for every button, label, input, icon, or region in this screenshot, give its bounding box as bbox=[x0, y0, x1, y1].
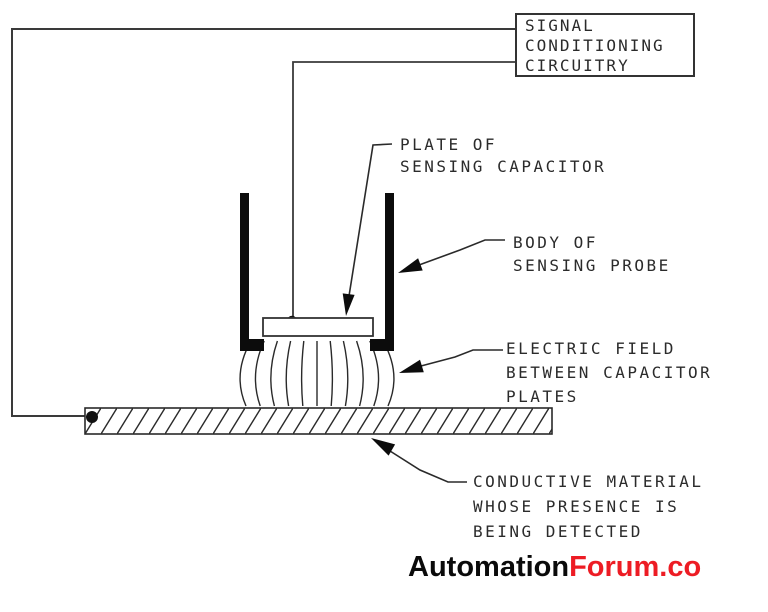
wire-plate bbox=[292, 61, 515, 321]
field-line bbox=[270, 340, 279, 407]
wire-ground bbox=[11, 28, 515, 417]
field-line bbox=[342, 340, 349, 407]
plate-leader-line bbox=[348, 143, 393, 297]
plate-label: PLATE OF SENSING CAPACITOR bbox=[400, 134, 606, 178]
watermark-forum: Forum.co bbox=[569, 551, 702, 583]
conductive-material-label-line: CONDUCTIVE MATERIAL bbox=[473, 472, 704, 491]
electric-field-label-line: PLATES bbox=[506, 387, 579, 406]
conductive-material-label-line: WHOSE PRESENCE IS bbox=[473, 497, 680, 516]
conductive-arrowhead bbox=[371, 438, 396, 456]
field-arrowhead bbox=[399, 359, 424, 373]
sensing-plate bbox=[262, 317, 374, 337]
electric-field-label-line: ELECTRIC FIELD bbox=[506, 339, 676, 358]
conductive-leader-line bbox=[389, 450, 467, 483]
electric-field-label: ELECTRIC FIELD BETWEEN CAPACITOR PLATES bbox=[506, 337, 712, 409]
probe-body-left-wall bbox=[240, 193, 264, 351]
signal-box-line: CONDITIONING bbox=[525, 36, 665, 55]
plate-label-line: SENSING CAPACITOR bbox=[400, 157, 607, 176]
field-line bbox=[285, 340, 292, 407]
probe-body-right-wall bbox=[370, 193, 394, 351]
body-label-line: SENSING PROBE bbox=[513, 256, 671, 275]
body-arrowhead bbox=[398, 258, 423, 273]
plate-arrowhead bbox=[342, 293, 355, 316]
plate-label-line: PLATE OF bbox=[400, 135, 498, 154]
body-label: BODY OF SENSING PROBE bbox=[513, 231, 671, 277]
ground-connection-dot bbox=[86, 411, 98, 423]
body-label-line: BODY OF bbox=[513, 233, 598, 252]
field-line bbox=[329, 340, 334, 407]
conductive-material-label-line: BEING DETECTED bbox=[473, 522, 643, 541]
signal-box-line: SIGNAL bbox=[525, 16, 595, 35]
field-leader-line bbox=[420, 349, 503, 367]
signal-box-line: CIRCUITRY bbox=[525, 56, 630, 75]
body-leader-line bbox=[418, 239, 505, 266]
conductive-material-label: CONDUCTIVE MATERIAL WHOSE PRESENCE IS BE… bbox=[473, 469, 704, 544]
electric-field-label-line: BETWEEN CAPACITOR bbox=[506, 363, 713, 382]
field-line bbox=[300, 340, 305, 407]
conductive-material-hatch bbox=[85, 408, 552, 434]
field-line bbox=[355, 340, 364, 407]
watermark-automation: Automation bbox=[408, 551, 570, 583]
watermark: AutomationForum.co bbox=[408, 551, 701, 584]
signal-conditioning-box: SIGNAL CONDITIONING CIRCUITRY bbox=[515, 13, 695, 77]
